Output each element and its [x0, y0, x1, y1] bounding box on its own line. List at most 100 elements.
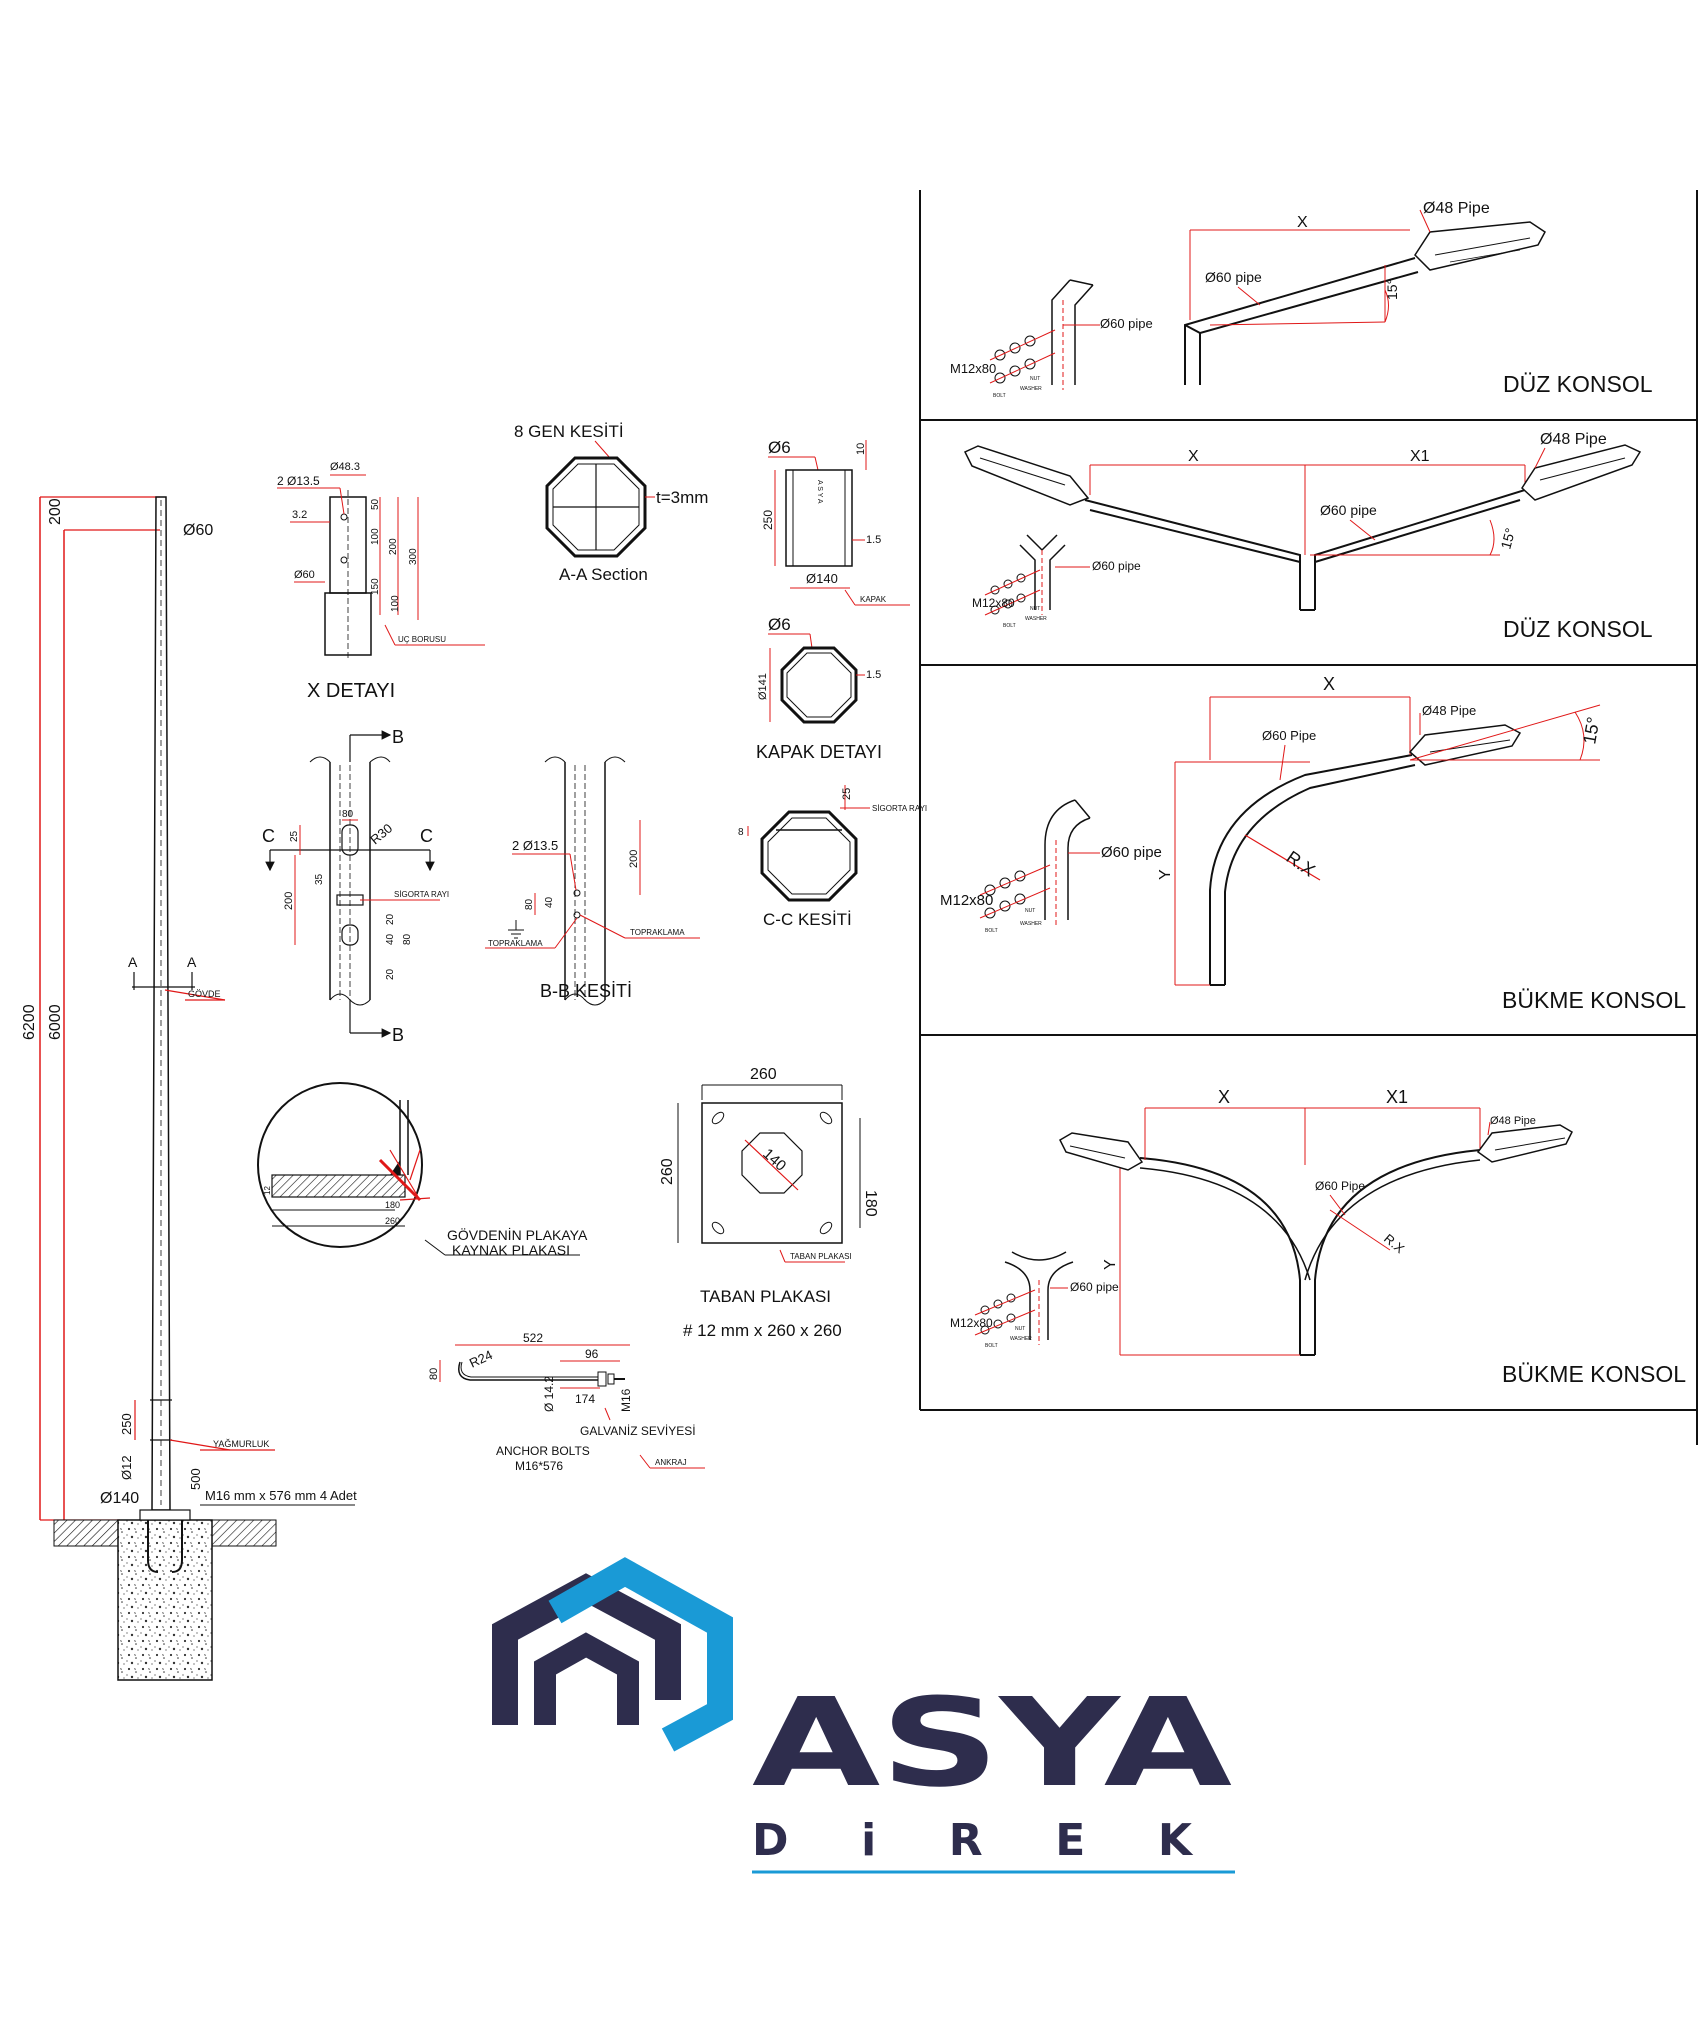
- plate-dim-right: 180: [862, 1190, 879, 1217]
- panel4-y: Y: [1102, 1259, 1119, 1270]
- logo-sub: DiREK: [752, 1815, 1232, 1866]
- panel1-bolt: M12x80: [950, 361, 996, 376]
- cap-d141: Ø141: [757, 673, 769, 700]
- detail-b-dim-r30: R30: [367, 820, 395, 847]
- cap-dim15b: 1.5: [866, 669, 881, 681]
- section-mark-a-right: A: [187, 954, 197, 970]
- panel1-bolt-part-washer: WASHER: [1020, 386, 1042, 392]
- pole-top-diameter: Ø60: [183, 522, 213, 539]
- anchor-dim-96: 96: [585, 1347, 599, 1361]
- panel4-d48: Ø48 Pipe: [1490, 1115, 1536, 1127]
- panel3-small-d60: Ø60 pipe: [1101, 844, 1162, 861]
- bracket-panels-frame: [919, 190, 1698, 1445]
- panel2-title: DÜZ KONSOL: [1503, 616, 1653, 642]
- panel4-bolt-part-washer: WASHER: [1010, 1336, 1032, 1342]
- x-detail-dim-300: 300: [408, 548, 419, 565]
- detail-b-dim-20a: 20: [385, 913, 396, 925]
- panel4-small-d60: Ø60 pipe: [1070, 1280, 1119, 1294]
- detail-b-c-left: C: [262, 826, 275, 846]
- pole-base-diameter: Ø140: [100, 1490, 139, 1507]
- x-detail-dim-200: 200: [388, 538, 399, 555]
- cc-dim8: 8: [738, 827, 744, 838]
- panel3-bolt-part-nut: NUT: [1025, 908, 1035, 914]
- panel2-bolt-part-bolt: BOLT: [1003, 623, 1016, 629]
- detail-b-rail: SİGORTA RAYI: [394, 890, 449, 899]
- plate-title: TABAN PLAKASI: [700, 1287, 831, 1306]
- bracket-panel-1: M12x80 BOLT NUT WASHER Ø60 pipe 15° X Ø6…: [950, 200, 1653, 399]
- weld-dim-180: 180: [385, 1200, 400, 1210]
- detail-b-top: B: [392, 727, 404, 747]
- section-aa: 8 GEN KESİTİ t=3mm A-A Section: [514, 422, 708, 584]
- asya-direk-logo: ASYA DiREK: [492, 1557, 1235, 1874]
- section-aa-caption: A-A Section: [559, 565, 648, 584]
- bracket-panel-2: M12x80 BOLT NUT WASHER Ø60 pipe X X1 Ø60…: [963, 431, 1653, 642]
- x-detail-d32: 3.2: [292, 509, 307, 521]
- anchor-dim-522: 522: [523, 1331, 543, 1345]
- plate-dim-left: 260: [659, 1158, 676, 1185]
- detail-b-dim-35: 35: [314, 873, 325, 885]
- panel3-d60: Ø60 Pipe: [1262, 728, 1316, 743]
- anchor-m16: M16: [619, 1388, 633, 1412]
- section-aa-thickness: t=3mm: [656, 488, 708, 507]
- weld-dim-260: 260: [385, 1216, 400, 1226]
- section-aa-title: 8 GEN KESİTİ: [514, 422, 624, 441]
- cap-tag: KAPAK: [860, 595, 887, 604]
- panel3-bolt: M12x80: [940, 892, 993, 909]
- panel3-bolt-part-washer: WASHER: [1020, 921, 1042, 927]
- section-cc: 25 SİGORTA RAYI 8 C-C KESİTİ: [738, 785, 927, 929]
- panel4-d60: Ø60 Pipe: [1315, 1179, 1365, 1193]
- cap-dim250: 250: [761, 510, 775, 530]
- detail-b: B B C C 25 80 R30 35 200 20 40 80 20 SİG…: [262, 727, 449, 1045]
- panel2-d60: Ø60 pipe: [1320, 502, 1377, 518]
- bb-dim-40: 40: [544, 896, 555, 908]
- bb-ground-left: TOPRAKLAMA: [488, 939, 543, 948]
- base-plate: 260 260 180 140 TABAN PLAKASI TABAN PLAK…: [659, 1066, 879, 1340]
- cap-title: KAPAK DETAYI: [756, 742, 882, 762]
- anchor-dim-174: 174: [575, 1392, 595, 1406]
- panel1-x: X: [1297, 214, 1308, 231]
- x-detail-holes: 2 Ø13.5: [277, 474, 320, 488]
- x-detail-d48: Ø48.3: [330, 461, 360, 473]
- x-detail-dim-100b: 100: [390, 595, 401, 612]
- pole-dim-500: 500: [188, 1468, 203, 1490]
- bb-ground-right: TOPRAKLAMA: [630, 928, 685, 937]
- detail-b-dim-200: 200: [283, 892, 295, 910]
- x-detail-d60: Ø60: [294, 569, 315, 581]
- panel2-bolt-part-nut: NUT: [1030, 606, 1040, 612]
- detail-b-dim-25: 25: [289, 830, 300, 842]
- x-detail: Ø48.3 2 Ø13.5 3.2 Ø60 50 100 200 300 150…: [277, 461, 485, 702]
- cc-dim25: 25: [841, 788, 853, 800]
- panel3-d48: Ø48 Pipe: [1422, 703, 1476, 718]
- pole-body-label: GÖVDE: [188, 989, 221, 999]
- pole-dim-250: 250: [119, 1413, 134, 1435]
- anchor-dim-80: 80: [428, 1368, 440, 1380]
- weld-detail: 180 260 12 GÖVDENİN PLAKAYA KAYNAK PLAKA…: [257, 1082, 588, 1258]
- panel1-small-d60: Ø60 pipe: [1100, 316, 1153, 331]
- bb-dim-200: 200: [628, 850, 640, 868]
- pole-dim-body: 6000: [47, 1004, 64, 1040]
- section-bb: 2 Ø13.5 200 80 40 TOPRAKLAMA TOPRAKLAMA …: [485, 756, 700, 1006]
- anchor-title-1: ANCHOR BOLTS: [496, 1444, 590, 1458]
- panel2-angle: 15°: [1497, 526, 1518, 551]
- panel1-d48: Ø48 Pipe: [1423, 200, 1490, 217]
- panel4-rx: R.X: [1381, 1231, 1407, 1257]
- panel2-x1: X1: [1410, 448, 1430, 465]
- cap-d6: Ø6: [768, 438, 791, 457]
- detail-b-dim-80b: 80: [402, 933, 413, 945]
- bracket-panel-4: M12x80 BOLT NUT WASHER Ø60 pipe X X1 Y Ø…: [950, 1087, 1686, 1387]
- panel1-bolt-part-nut: NUT: [1030, 376, 1040, 382]
- x-detail-tag: UÇ BORUSU: [398, 635, 446, 644]
- plate-dim-top: 260: [750, 1066, 777, 1083]
- x-detail-dim-50: 50: [370, 498, 381, 510]
- weld-dim-12: 12: [263, 1186, 272, 1195]
- anchor-tag: ANKRAJ: [655, 1458, 687, 1467]
- rain-cover-label: YAĞMURLUK: [213, 1439, 269, 1449]
- panel3-bolt-part-bolt: BOLT: [985, 928, 998, 934]
- bracket-panel-3: M12x80 BOLT NUT WASHER Ø60 pipe Y X R.X …: [940, 674, 1686, 1013]
- cap-dim15: 1.5: [866, 534, 881, 546]
- bb-holes: 2 Ø13.5: [512, 838, 558, 853]
- anchor-note: M16 mm x 576 mm 4 Adet: [205, 1488, 357, 1503]
- panel3-angle: 15°: [1579, 715, 1603, 745]
- pole-dim-12: Ø12: [119, 1455, 134, 1480]
